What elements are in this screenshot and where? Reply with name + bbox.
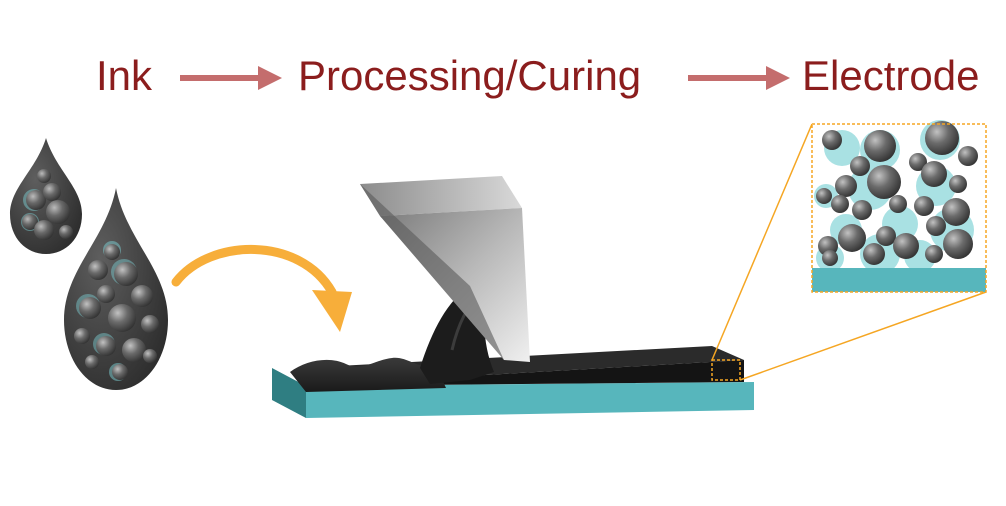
step-label-ink: Ink xyxy=(96,52,153,99)
curved-arrow-icon xyxy=(171,244,352,332)
arrow-ink-to-processing-icon xyxy=(180,66,282,90)
ink-droplet-large-icon xyxy=(64,188,168,390)
arrow-processing-to-electrode-icon xyxy=(688,66,790,90)
ink-droplet-small-icon xyxy=(10,138,82,254)
substrate-with-ink-layer xyxy=(272,285,754,418)
doctor-blade-icon xyxy=(360,176,530,362)
electrode-microstructure-inset xyxy=(811,120,987,293)
step-label-processing-curing: Processing/Curing xyxy=(298,52,642,99)
zoom-indicator xyxy=(711,123,987,381)
step-label-electrode: Electrode xyxy=(802,52,980,99)
